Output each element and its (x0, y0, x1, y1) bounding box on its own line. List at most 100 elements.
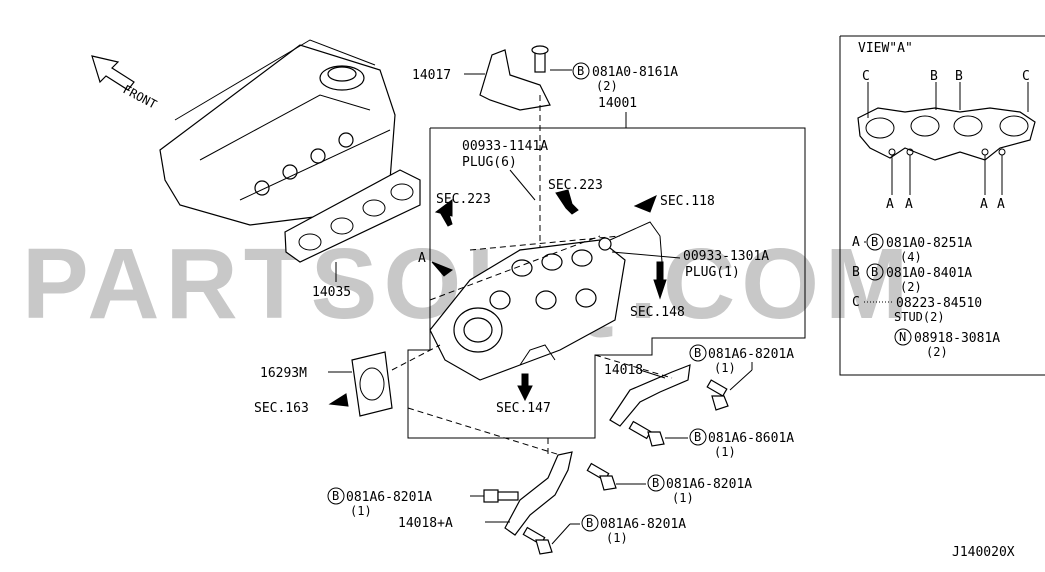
legend-qty: (4) (900, 250, 922, 264)
bolt-marker: B (871, 235, 878, 249)
diagram-code: J140020X (952, 545, 1015, 560)
plug2-qty: PLUG(1) (685, 265, 740, 280)
bolt-5-qty: (1) (606, 531, 628, 545)
leader (509, 169, 536, 201)
plug1-code: 00933-1141A (462, 139, 548, 154)
legend-code: 081A0-8401A (886, 266, 972, 281)
bolt-marker-icon (581, 514, 599, 532)
view-letter-0: C (862, 69, 870, 84)
bracket-14018 (609, 364, 691, 427)
bolt-icon (586, 462, 617, 491)
sec-arrow-icon (328, 393, 349, 407)
bolt-0-code: 081A0-8161A (592, 65, 678, 80)
sec-223a: SEC.223 (436, 192, 491, 207)
bolt-marker: B (694, 346, 701, 360)
sec-223b: SEC.223 (548, 178, 603, 193)
legend-key: B (852, 265, 860, 280)
leader (611, 251, 681, 259)
legend-key: C (852, 295, 860, 310)
bolt-marker: B (871, 265, 878, 279)
bolt-4-code: 081A6-8201A (346, 490, 432, 505)
bolt-5-code: 081A6-8201A (600, 517, 686, 532)
view-title: VIEW"A" (858, 41, 913, 56)
view-letter-7: A (997, 197, 1005, 212)
bolt-icon (706, 379, 729, 411)
dashed-guide (429, 235, 601, 301)
part-14035: 14035 (312, 285, 351, 300)
bolt-2-qty: (1) (714, 445, 736, 459)
front-label: FRONT (121, 82, 159, 111)
view-a-gasket (857, 107, 1036, 161)
legend-code: 08918-3081A (914, 331, 1000, 346)
legend-key: N (899, 330, 906, 344)
bracket-14017 (479, 45, 551, 111)
legend-row-n: N 08918-3081A (2) (894, 328, 1000, 359)
view-letter-4: A (886, 197, 894, 212)
view-a-pointer: A (418, 251, 426, 266)
sec-147: SEC.147 (496, 401, 551, 416)
legend-qty: STUD(2) (894, 310, 945, 324)
bolt-4-qty: (1) (350, 504, 372, 518)
bolt-marker: B (577, 64, 584, 78)
legend-row-c: C 08223-84510 STUD(2) (852, 295, 982, 324)
part-14018a: 14018+A (398, 516, 453, 531)
legend-qty: (2) (900, 280, 922, 294)
bolt-marker: B (652, 476, 659, 490)
bolt-icon (483, 489, 519, 503)
bolt-marker-icon (866, 233, 884, 251)
sec-118: SEC.118 (660, 194, 715, 209)
view-letter-6: A (980, 197, 988, 212)
legend-code: 081A0-8251A (886, 236, 972, 251)
bolt-3-qty: (1) (672, 491, 694, 505)
bracket-14018a (504, 451, 573, 536)
gasket-16293m (351, 351, 393, 417)
view-letter-2: B (955, 69, 963, 84)
part-14001: 14001 (598, 96, 637, 111)
bolt-icon (628, 420, 665, 447)
bolt-marker-icon (647, 474, 665, 492)
bolt-marker: B (694, 430, 701, 444)
bolt-marker-icon (572, 62, 590, 80)
bolt-icon (522, 526, 553, 555)
bolt-0-qty: (2) (596, 79, 618, 93)
leader (729, 369, 753, 391)
bolt-marker: B (586, 516, 593, 530)
sec-148: SEC.148 (630, 305, 685, 320)
bolt-marker-icon (689, 428, 707, 446)
plug1-qty: PLUG(6) (462, 155, 517, 170)
legend-qty: (2) (926, 345, 948, 359)
part-14018: 14018 (604, 363, 643, 378)
plug2-code: 00933-1301A (683, 249, 769, 264)
bolt-2-code: 081A6-8601A (708, 431, 794, 446)
dashed-guide (391, 344, 441, 371)
sec-163: SEC.163 (254, 401, 309, 416)
gasket-14035 (284, 169, 421, 263)
legend-key: A (852, 235, 860, 250)
bolt-marker: B (332, 489, 339, 503)
legend-code: 08223-84510 (896, 296, 982, 311)
intake-manifold (429, 221, 663, 381)
view-letter-1: B (930, 69, 938, 84)
nut-marker-icon (894, 328, 912, 346)
part-14017: 14017 (412, 68, 451, 83)
part-16293m: 16293M (260, 366, 307, 381)
view-a-arrow-icon (431, 261, 454, 277)
bolt-marker-icon (327, 487, 345, 505)
bolt-1-qty: (1) (714, 361, 736, 375)
sec-arrow-icon (633, 195, 657, 213)
sec-arrow-icon (555, 189, 579, 215)
front-arrow-icon (91, 55, 135, 91)
bolt-marker-icon (689, 344, 707, 362)
dashed-guide (469, 235, 621, 251)
view-panel-border (839, 36, 1045, 376)
dashed-guide (594, 354, 673, 379)
dashed-guide (407, 407, 561, 456)
leader (639, 369, 666, 379)
legend-row-b: B B 081A0-8401A (2) (852, 263, 972, 294)
view-letter-3: C (1022, 69, 1030, 84)
leader (551, 523, 571, 545)
bolt-3-code: 081A6-8201A (666, 477, 752, 492)
bolt-1-code: 081A6-8201A (708, 347, 794, 362)
